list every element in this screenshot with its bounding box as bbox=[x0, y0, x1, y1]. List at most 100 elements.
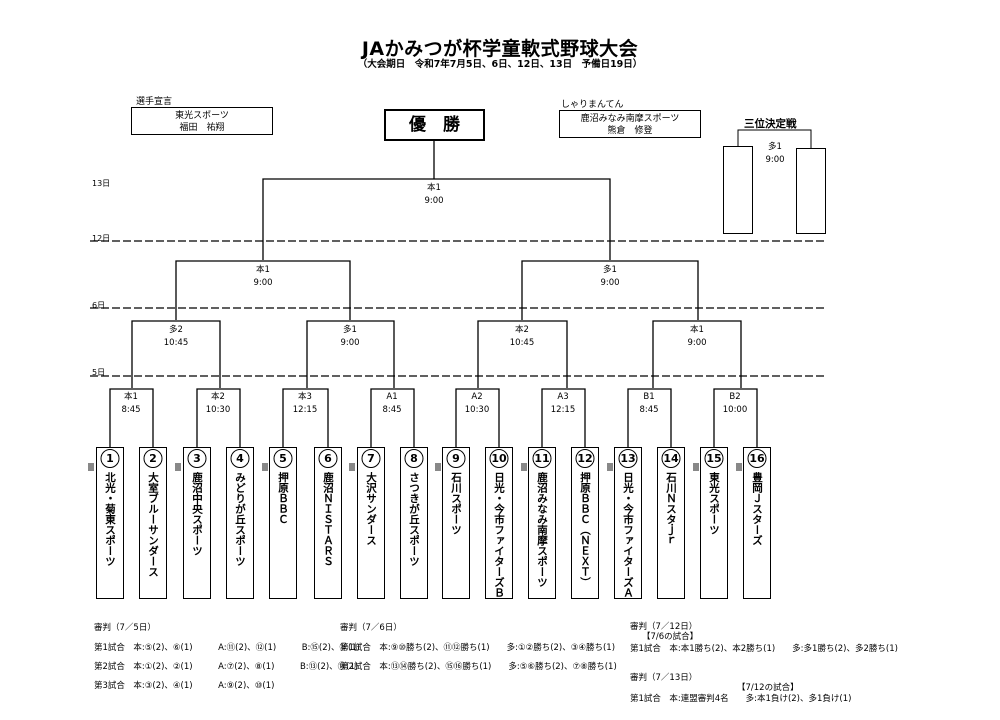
semi-court: 多1 bbox=[603, 265, 617, 275]
team-box: 7 大沢サンダース bbox=[357, 447, 385, 599]
quarter-time: 10:45 bbox=[163, 338, 189, 348]
third-place-team-right bbox=[796, 148, 826, 234]
shari-label: しゃりまんてん bbox=[561, 100, 624, 110]
final-time: 9:00 bbox=[424, 196, 444, 206]
team-number: 5 bbox=[273, 449, 293, 468]
team-number: 6 bbox=[318, 449, 338, 468]
team-name: 大沢サンダース bbox=[365, 472, 377, 546]
quarter-court: 多2 bbox=[169, 325, 183, 335]
shari-team: 鹿沼みなみ南摩スポーツ bbox=[580, 114, 680, 124]
team-box: 12 押原ＢＢＣ（ＮＥＸＴ） bbox=[571, 447, 599, 599]
team-name: 日光・今市ファイターズＢ bbox=[493, 472, 505, 598]
team-number: 16 bbox=[747, 449, 767, 468]
ref-d12-title: 審判（7／12日） bbox=[630, 622, 698, 632]
r1-court: B1 bbox=[643, 392, 655, 402]
ref-d12-line-1: 第1試合 本:本1勝ち(2)、本2勝ち(1) 多:多1勝ち(2)、多2勝ち(1) bbox=[630, 644, 898, 654]
r1-match-3: 本3 12:15 bbox=[275, 391, 335, 417]
team-box: 10 日光・今市ファイターズＢ bbox=[485, 447, 513, 599]
r1-match-2: 本2 10:30 bbox=[188, 391, 248, 417]
page-subtitle: （大会期日 令和7年7月5日、6日、12日、13日 予備日19日） bbox=[357, 59, 643, 70]
team-name: 押原ＢＢＣ（ＮＥＸＴ） bbox=[579, 472, 591, 588]
r1-court: A3 bbox=[557, 392, 569, 402]
third-place-time: 9:00 bbox=[765, 155, 785, 165]
r1-match-6: A3 12:15 bbox=[533, 391, 593, 417]
r1-time: 12:15 bbox=[550, 405, 576, 415]
r1-match-8: B2 10:00 bbox=[705, 391, 765, 417]
team-number: 13 bbox=[618, 449, 638, 468]
team-number: 3 bbox=[187, 449, 207, 468]
team-box: 2 大室ブルーサンダース bbox=[139, 447, 167, 599]
marker bbox=[693, 463, 699, 471]
final-match: 本1 9:00 bbox=[404, 182, 464, 208]
senshu-label: 選手宣言 bbox=[136, 97, 173, 107]
marker bbox=[88, 463, 94, 471]
team-name: 東光スポーツ bbox=[708, 472, 720, 535]
r1-match-4: A1 8:45 bbox=[362, 391, 422, 417]
team-number: 9 bbox=[446, 449, 466, 468]
semi-court: 本1 bbox=[256, 265, 270, 275]
marker bbox=[521, 463, 527, 471]
quarter-time: 9:00 bbox=[687, 338, 707, 348]
r1-match-5: A2 10:30 bbox=[447, 391, 507, 417]
third-place-team-left bbox=[723, 146, 753, 234]
team-name: 大室ブルーサンダース bbox=[147, 472, 159, 577]
team-number: 12 bbox=[575, 449, 595, 468]
day-label-6: 6日 bbox=[92, 301, 106, 310]
team-name: 鹿沼みなみ南摩スポーツ bbox=[536, 472, 548, 588]
team-name: 北光・菊東スポーツ bbox=[104, 472, 116, 567]
r1-court: A1 bbox=[386, 392, 398, 402]
r1-court: 本2 bbox=[211, 392, 225, 402]
team-number: 2 bbox=[143, 449, 163, 468]
r1-time: 8:45 bbox=[639, 405, 659, 415]
team-box: 4 みどりが丘スポーツ bbox=[226, 447, 254, 599]
r1-time: 10:00 bbox=[722, 405, 748, 415]
shari-box: 鹿沼みなみ南摩スポーツ 熊倉 修登 bbox=[559, 110, 701, 138]
team-number: 15 bbox=[704, 449, 724, 468]
day-label-12: 12日 bbox=[92, 234, 111, 243]
champion-box: 優 勝 bbox=[384, 109, 485, 141]
r1-court: 本3 bbox=[298, 392, 312, 402]
senshu-team: 東光スポーツ bbox=[175, 111, 229, 121]
team-box: 6 鹿沼ＮＩＳＴＡＲＳ bbox=[314, 447, 342, 599]
team-box: 13 日光・今市ファイターズＡ bbox=[614, 447, 642, 599]
ref-d5-line-3: 第3試合 本:③(2)、④(1) A:⑨(2)、⑩(1) bbox=[94, 681, 275, 691]
ref-d6-title: 審判（7／6日） bbox=[340, 623, 402, 633]
marker bbox=[435, 463, 441, 471]
third-place-court: 多1 bbox=[768, 142, 782, 152]
team-box: 3 鹿沼中央スポーツ bbox=[183, 447, 211, 599]
team-name: さつきが丘スポーツ bbox=[408, 472, 420, 567]
r1-court: 本1 bbox=[124, 392, 138, 402]
r1-court: A2 bbox=[471, 392, 483, 402]
ref-d12-note: 【7/6の試合】 bbox=[642, 632, 699, 642]
team-box: 8 さつきが丘スポーツ bbox=[400, 447, 428, 599]
team-number: 10 bbox=[489, 449, 509, 468]
day-label-5: 5日 bbox=[92, 368, 106, 377]
quarter-time: 10:45 bbox=[509, 338, 535, 348]
page-title: JAかみつが杯学童軟式野球大会 bbox=[361, 38, 639, 60]
quarter-match-3: 本2 10:45 bbox=[492, 324, 552, 350]
semi-match-2: 多1 9:00 bbox=[580, 264, 640, 290]
team-number: 1 bbox=[100, 449, 120, 468]
team-box: 15 東光スポーツ bbox=[700, 447, 728, 599]
r1-time: 10:30 bbox=[205, 405, 231, 415]
senshu-name: 福田 祐翔 bbox=[179, 123, 225, 133]
quarter-court: 本2 bbox=[515, 325, 529, 335]
quarter-court: 多1 bbox=[343, 325, 357, 335]
team-name: 押原ＢＢＣ bbox=[277, 472, 289, 525]
team-number: 11 bbox=[532, 449, 552, 468]
quarter-match-2: 多1 9:00 bbox=[320, 324, 380, 350]
team-number: 8 bbox=[404, 449, 424, 468]
ref-d13-line-1: 第1試合 本:連盟審判4名 多:本1負け(2)、多1負け(1) bbox=[630, 694, 852, 704]
ref-d6-line-2: 第2試合 本:⑬⑭勝ち(2)、⑮⑯勝ち(1) 多:⑤⑥勝ち(2)、⑦⑧勝ち(1) bbox=[340, 662, 617, 672]
team-name: 鹿沼中央スポーツ bbox=[191, 472, 203, 556]
day-label-13: 13日 bbox=[92, 179, 111, 188]
semi-time: 9:00 bbox=[600, 278, 620, 288]
marker bbox=[175, 463, 181, 471]
semi-time: 9:00 bbox=[253, 278, 273, 288]
third-place-match: 多1 9:00 bbox=[745, 141, 805, 167]
shari-name: 熊倉 修登 bbox=[607, 126, 653, 136]
quarter-time: 9:00 bbox=[340, 338, 360, 348]
r1-match-7: B1 8:45 bbox=[619, 391, 679, 417]
ref-d5-line-2: 第2試合 本:①(2)、②(1) A:⑦(2)、⑧(1) B:⑬(2)、⑭(1) bbox=[94, 662, 359, 672]
